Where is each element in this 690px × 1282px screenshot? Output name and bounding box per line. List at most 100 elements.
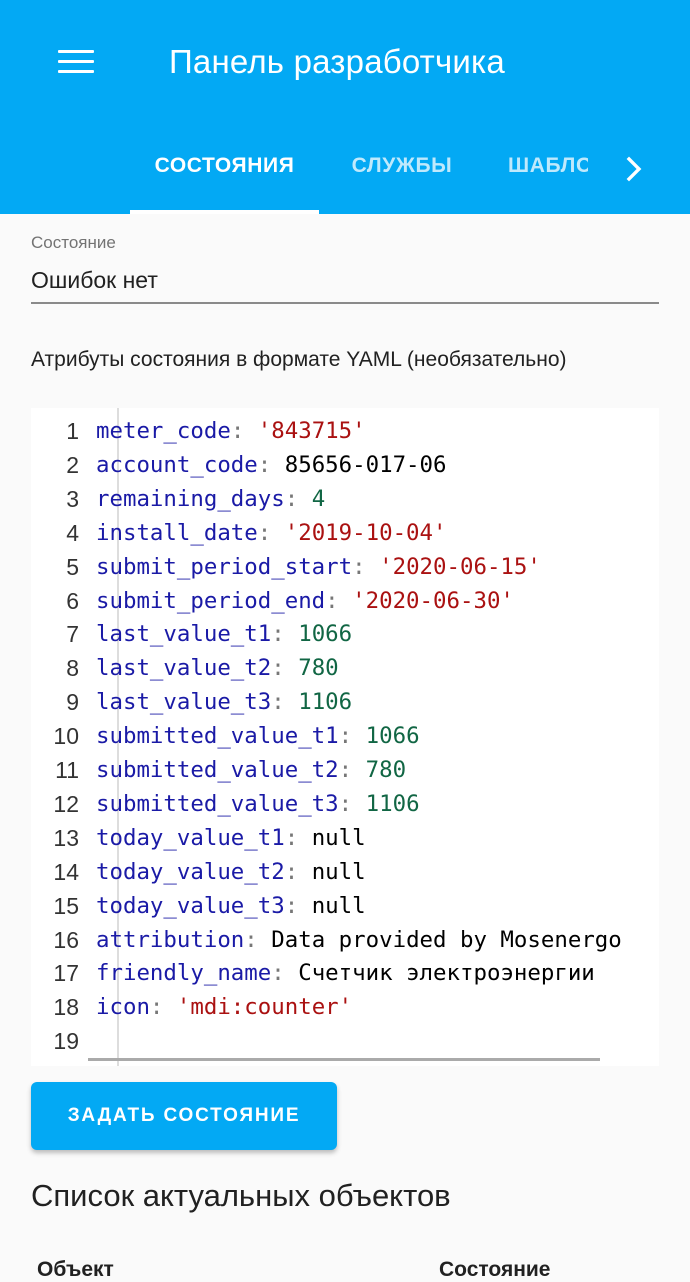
yaml-line[interactable]: today_value_t1: null [96, 821, 366, 855]
yaml-value: 1106 [298, 689, 353, 716]
yaml-line[interactable]: remaining_days: 4 [96, 482, 325, 516]
yaml-value: 780 [365, 757, 407, 783]
yaml-colon: : [284, 858, 312, 885]
yaml-colon: : [230, 418, 258, 444]
yaml-key: icon [96, 994, 150, 1021]
entities-section-title: Список актуальных объектов [31, 1178, 451, 1213]
tab-templates[interactable]: ШАБЛОНЫ [508, 154, 588, 177]
yaml-colon: : [271, 960, 299, 987]
gutter-divider [117, 408, 119, 1066]
line-number: 14 [53, 858, 79, 885]
yaml-colon: : [149, 994, 177, 1021]
yaml-line[interactable]: install_date: '2019-10-04' [96, 516, 447, 550]
yaml-value: 1066 [365, 723, 420, 750]
yaml-key: submit_period_end [96, 587, 326, 614]
menu-button[interactable] [46, 36, 106, 88]
yaml-key: last_value_t3 [96, 689, 272, 716]
column-header-state: Состояние [439, 1258, 551, 1281]
yaml-colon: : [338, 790, 366, 817]
line-number: 3 [66, 485, 79, 512]
yaml-key: submitted_value_t1 [96, 723, 339, 750]
yaml-line[interactable]: submit_period_end: '2020-06-30' [96, 584, 514, 618]
horizontal-scrollbar[interactable] [88, 1058, 600, 1061]
yaml-value: '2020-06-30' [352, 587, 514, 614]
yaml-value: 4 [311, 485, 326, 512]
yaml-line[interactable]: submitted_value_t1: 1066 [96, 719, 420, 753]
yaml-value: '2020-06-15' [379, 553, 541, 580]
yaml-value: 85656-017-06 [284, 451, 447, 478]
yaml-line[interactable]: friendly_name: Счетчик электроэнергии [96, 956, 595, 990]
tab-bar: СОСТОЯНИЯ СЛУЖБЫ ШАБЛОНЫ [0, 118, 690, 214]
yaml-key: attribution [96, 926, 245, 953]
yaml-key: today_value_t1 [96, 824, 285, 851]
yaml-key: submitted_value_t2 [96, 757, 339, 783]
page-title: Панель разработчика [169, 43, 505, 80]
yaml-value: 1106 [365, 790, 420, 817]
yaml-value: null [311, 892, 366, 919]
yaml-colon: : [284, 824, 312, 851]
yaml-key: submitted_value_t3 [96, 790, 339, 817]
yaml-colon: : [338, 757, 366, 783]
tab-states[interactable]: СОСТОЯНИЯ [130, 118, 319, 214]
line-number: 6 [66, 587, 79, 614]
state-input[interactable] [31, 258, 659, 304]
yaml-colon: : [284, 485, 312, 512]
yaml-value: null [311, 858, 366, 885]
yaml-key: meter_code [96, 418, 231, 444]
yaml-colon: : [271, 621, 299, 648]
yaml-value: '843715' [257, 418, 366, 444]
yaml-colon: : [257, 451, 285, 478]
tabs-scroll-right-button[interactable] [610, 144, 660, 194]
yaml-colon: : [352, 553, 380, 580]
yaml-line[interactable]: submitted_value_t3: 1106 [96, 787, 420, 821]
yaml-key: install_date [96, 519, 258, 546]
line-number: 11 [55, 757, 79, 783]
state-field-label: Состояние [31, 233, 116, 252]
line-number: 2 [66, 451, 79, 478]
yaml-line[interactable]: attribution: Data provided by Mosenergo [96, 923, 622, 957]
yaml-key: today_value_t2 [96, 858, 285, 885]
yaml-key: submit_period_start [96, 553, 353, 580]
line-number: 18 [53, 994, 79, 1021]
yaml-value: 780 [298, 655, 339, 682]
yaml-line[interactable]: meter_code: '843715' [96, 414, 366, 448]
yaml-value: 'mdi:counter' [176, 994, 353, 1021]
menu-icon [58, 50, 94, 74]
yaml-colon: : [338, 723, 366, 750]
yaml-line[interactable]: last_value_t1: 1066 [96, 617, 352, 651]
yaml-line[interactable]: today_value_t2: null [96, 855, 366, 889]
yaml-colon: : [244, 926, 272, 953]
yaml-colon: : [271, 689, 299, 716]
yaml-colon: : [325, 587, 353, 614]
yaml-line[interactable]: account_code: 85656-017-06 [96, 448, 447, 482]
yaml-value: Data provided by Mosenergo [271, 926, 622, 953]
yaml-colon: : [271, 655, 299, 682]
yaml-key: last_value_t2 [96, 655, 272, 682]
app-bar: Панель разработчика СОСТОЯНИЯ СЛУЖБЫ ШАБ… [0, 0, 690, 214]
yaml-line[interactable]: icon: 'mdi:counter' [96, 990, 352, 1024]
line-number: 8 [66, 655, 79, 682]
line-number: 4 [66, 519, 79, 546]
yaml-line[interactable]: submit_period_start: '2020-06-15' [96, 550, 541, 584]
yaml-key: friendly_name [96, 960, 272, 987]
column-header-entity: Объект [37, 1258, 114, 1281]
yaml-key: account_code [96, 451, 258, 478]
yaml-line[interactable]: submitted_value_t2: 780 [96, 753, 406, 787]
attributes-label: Атрибуты состояния в формате YAML (необя… [31, 348, 567, 371]
line-number: 15 [53, 892, 79, 919]
chevron-right-icon [626, 156, 642, 182]
line-number: 7 [66, 621, 79, 648]
line-number: 1 [66, 418, 79, 444]
yaml-line[interactable]: last_value_t2: 780 [96, 651, 339, 685]
tab-services[interactable]: СЛУЖБЫ [351, 154, 453, 177]
set-state-button[interactable]: ЗАДАТЬ СОСТОЯНИЕ [31, 1082, 337, 1150]
yaml-colon: : [257, 519, 285, 546]
yaml-line[interactable]: today_value_t3: null [96, 889, 366, 923]
line-number: 5 [66, 553, 79, 580]
line-number: 9 [66, 689, 79, 716]
yaml-line[interactable]: last_value_t3: 1106 [96, 685, 352, 719]
yaml-value: 1066 [298, 621, 353, 648]
line-number: 19 [53, 1028, 79, 1055]
